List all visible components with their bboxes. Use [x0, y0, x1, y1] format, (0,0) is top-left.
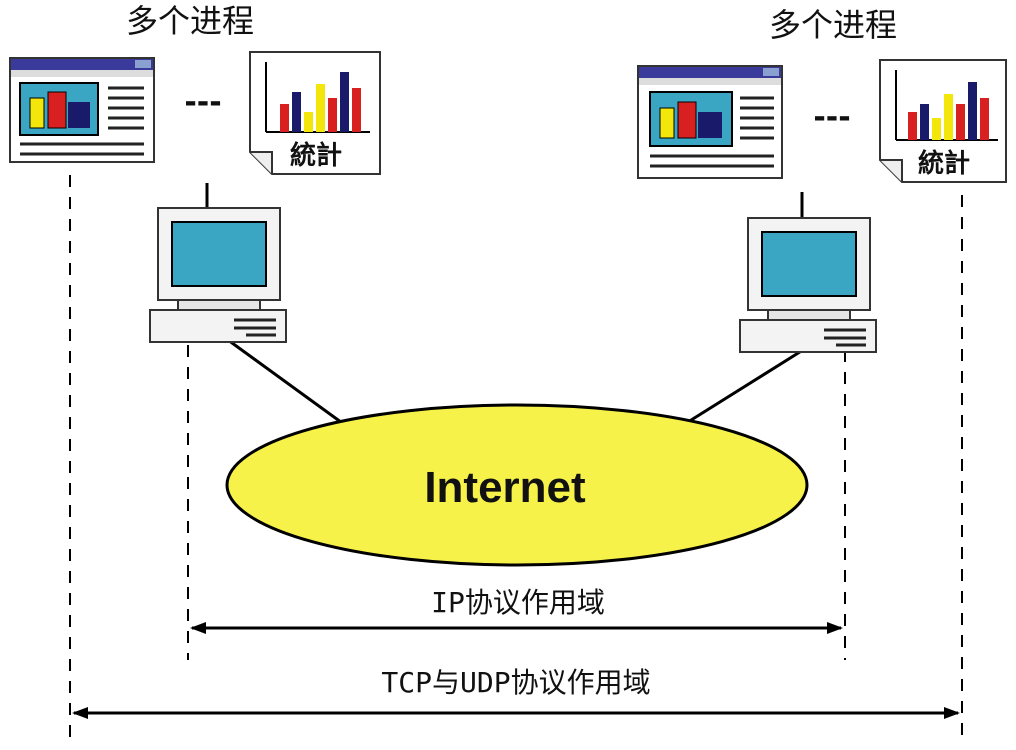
left-network-link — [227, 338, 346, 427]
window-icon — [637, 65, 783, 179]
left-process-label: 多个进程 — [126, 2, 254, 40]
stats-chart-icon: 統計 — [249, 51, 381, 175]
right-network-link — [687, 348, 804, 424]
ip-scope-label: IP协议作用域 — [431, 586, 605, 619]
internet-cloud — [225, 403, 809, 567]
left-ellipsis: --- — [184, 85, 221, 120]
right-host: 多个进程 --- — [637, 6, 1007, 353]
left-host: 多个进程 --- — [9, 2, 381, 343]
right-ellipsis: --- — [813, 100, 850, 135]
tcp-udp-scope-label: TCP与UDP协议作用域 — [381, 666, 650, 699]
right-stats-label: 統計 — [918, 148, 970, 179]
computer-icon — [149, 207, 287, 343]
window-icon — [9, 57, 155, 163]
right-process-label: 多个进程 — [769, 6, 897, 44]
left-stats-label: 統計 — [290, 140, 342, 171]
internet-label: Internet — [424, 463, 586, 512]
computer-icon — [739, 217, 877, 353]
stats-chart-icon: 統計 — [879, 59, 1007, 183]
